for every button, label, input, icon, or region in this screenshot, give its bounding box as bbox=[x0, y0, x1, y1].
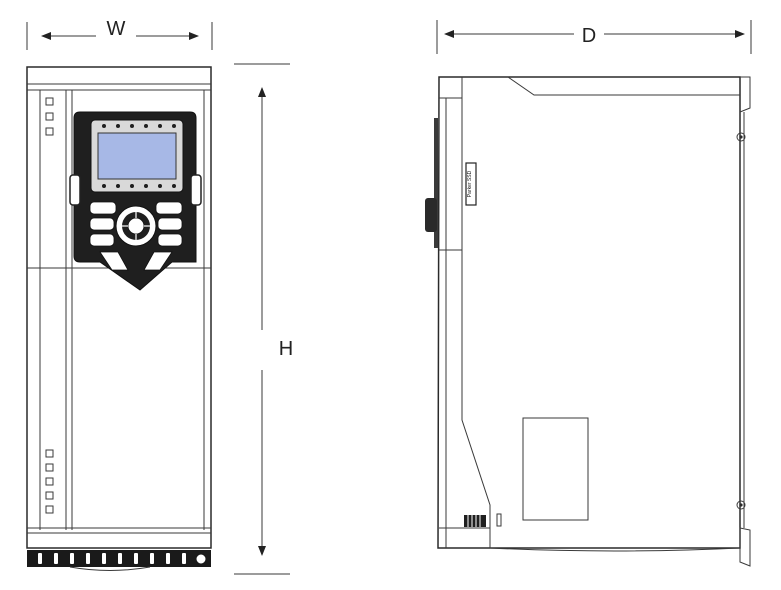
navigation-center-button[interactable] bbox=[127, 217, 145, 235]
front-view bbox=[26, 66, 212, 571]
height-label: H bbox=[279, 338, 293, 360]
keypad-key-bottom-right[interactable] bbox=[143, 251, 173, 271]
side-label-text: Parker SSD bbox=[467, 170, 473, 197]
side-body-outline bbox=[437, 76, 741, 549]
front-base bbox=[27, 550, 211, 571]
base-mount-hole bbox=[195, 553, 207, 565]
keypad-key-left-2[interactable] bbox=[89, 217, 115, 231]
height-dimension: H bbox=[234, 63, 293, 575]
status-led bbox=[45, 505, 54, 514]
side-flange-bottom bbox=[739, 527, 751, 567]
keypad-key-bottom-left[interactable] bbox=[99, 251, 129, 271]
status-led-group-top bbox=[45, 97, 54, 136]
display-dots-top bbox=[102, 124, 176, 128]
keypad-key-left-3[interactable] bbox=[89, 233, 115, 247]
side-mount-hole-top bbox=[736, 132, 746, 142]
depth-dimension: D bbox=[436, 20, 752, 54]
side-flange-top bbox=[739, 76, 751, 113]
side-keypad-knob bbox=[425, 198, 437, 232]
status-led bbox=[45, 449, 54, 458]
width-label: W bbox=[107, 18, 126, 40]
display-dots-bottom bbox=[102, 184, 176, 188]
status-led bbox=[45, 112, 54, 121]
status-led bbox=[45, 127, 54, 136]
side-top-chamfer bbox=[507, 76, 740, 96]
status-led-group-bottom bbox=[45, 449, 54, 514]
width-dimension: W bbox=[26, 18, 213, 50]
keypad-key-left-1[interactable] bbox=[89, 201, 117, 215]
side-label-plate bbox=[465, 162, 477, 206]
status-led bbox=[45, 97, 54, 106]
status-led bbox=[45, 491, 54, 500]
depth-label: D bbox=[582, 25, 596, 47]
keypad-key-right-2[interactable] bbox=[157, 217, 183, 231]
keypad-key-right-1[interactable] bbox=[155, 201, 183, 215]
keypad-clip-left bbox=[69, 174, 81, 206]
side-mount-hole-bottom bbox=[736, 500, 746, 510]
rating-plate bbox=[522, 417, 589, 521]
side-bottom-connector bbox=[464, 513, 502, 527]
lcd-display bbox=[97, 132, 177, 180]
side-view: Parker SSD bbox=[425, 76, 751, 567]
front-body-outline bbox=[26, 66, 212, 549]
keypad bbox=[69, 111, 202, 291]
side-front-profile bbox=[461, 98, 491, 548]
status-led bbox=[45, 477, 54, 486]
keypad-key-right-3[interactable] bbox=[157, 233, 183, 247]
status-led bbox=[45, 463, 54, 472]
keypad-clip-right bbox=[190, 174, 202, 206]
